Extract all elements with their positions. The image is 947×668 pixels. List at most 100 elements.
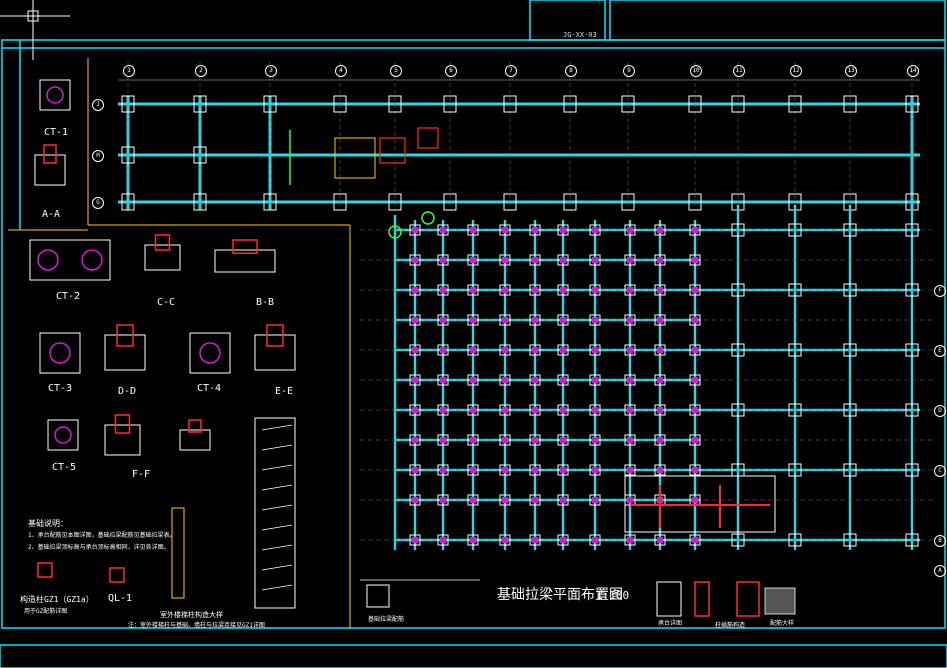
stair-caption: 室外楼梯柱构造大样 — [160, 611, 223, 619]
pier — [788, 283, 802, 297]
pier — [409, 434, 421, 446]
pier — [731, 533, 745, 547]
pier — [905, 223, 919, 237]
pier — [529, 254, 541, 266]
pier — [263, 193, 277, 211]
column — [412, 347, 418, 353]
stair-rung — [261, 564, 293, 571]
detail-label-ff: F-F — [132, 469, 151, 480]
pier — [905, 343, 919, 357]
pier — [437, 434, 449, 446]
node-marker — [421, 211, 435, 225]
pier — [624, 254, 636, 266]
pier — [654, 224, 666, 236]
axis-bubble-top: 8 — [565, 65, 577, 77]
pier — [193, 146, 207, 164]
column — [592, 537, 598, 543]
pier — [624, 534, 636, 546]
pier — [688, 193, 702, 211]
column — [502, 377, 508, 383]
pier — [409, 344, 421, 356]
section-outline — [179, 429, 211, 451]
pier — [905, 463, 919, 477]
cap-outline — [47, 419, 79, 451]
column — [657, 317, 663, 323]
column — [592, 497, 598, 503]
pier — [557, 374, 569, 386]
column — [470, 497, 476, 503]
pier — [689, 404, 701, 416]
detail-panel-border — [8, 58, 351, 628]
pier — [437, 534, 449, 546]
pier — [193, 193, 207, 211]
pier — [689, 344, 701, 356]
pier — [529, 224, 541, 236]
column — [627, 287, 633, 293]
pier — [499, 224, 511, 236]
column — [627, 317, 633, 323]
pier — [557, 464, 569, 476]
main-drawing-scale: 1:100 — [596, 589, 630, 602]
column — [627, 437, 633, 443]
column — [412, 257, 418, 263]
bottom-detail-sketches — [360, 579, 796, 617]
section-outline — [34, 154, 66, 186]
column — [560, 437, 566, 443]
column — [532, 317, 538, 323]
main-drawing-title: 基础拉梁平面布置图 — [497, 587, 623, 603]
rebar-detail — [736, 581, 760, 617]
pier — [557, 344, 569, 356]
pier — [654, 284, 666, 296]
pier — [409, 254, 421, 266]
hatched-detail — [764, 587, 796, 615]
section-outline — [104, 334, 146, 371]
pier — [689, 224, 701, 236]
upper-plan-strip — [118, 62, 920, 211]
column — [470, 437, 476, 443]
pier — [589, 314, 601, 326]
pier — [654, 434, 666, 446]
column — [532, 227, 538, 233]
pier — [557, 314, 569, 326]
cap-outline — [189, 332, 231, 374]
notes-heading: 基础说明： — [28, 519, 68, 528]
rebar — [266, 324, 284, 347]
pier — [529, 314, 541, 326]
column — [470, 347, 476, 353]
pier — [121, 146, 135, 164]
axis-bubble-top: 1 — [123, 65, 135, 77]
pier — [437, 374, 449, 386]
pier — [557, 534, 569, 546]
pier — [589, 254, 601, 266]
pier — [333, 95, 347, 113]
pier — [409, 374, 421, 386]
column — [502, 497, 508, 503]
stair-rung — [261, 584, 293, 591]
rebar — [114, 414, 131, 434]
cap-outline — [29, 239, 111, 281]
axis-bubble-top: 7 — [505, 65, 517, 77]
pier — [654, 314, 666, 326]
pier — [409, 224, 421, 236]
highlight-box — [624, 475, 776, 533]
stair-rung — [261, 424, 293, 431]
section-outline — [214, 249, 276, 273]
pier — [843, 533, 857, 547]
column — [692, 347, 698, 353]
pier — [654, 344, 666, 356]
pier — [788, 223, 802, 237]
pier — [437, 494, 449, 506]
column — [692, 407, 698, 413]
column — [532, 537, 538, 543]
column — [532, 347, 538, 353]
column — [560, 467, 566, 473]
axis-bubble-right: E — [934, 345, 946, 357]
column — [412, 497, 418, 503]
pier — [621, 95, 635, 113]
column — [692, 257, 698, 263]
column — [627, 227, 633, 233]
section-outline — [254, 334, 296, 371]
pier — [843, 283, 857, 297]
